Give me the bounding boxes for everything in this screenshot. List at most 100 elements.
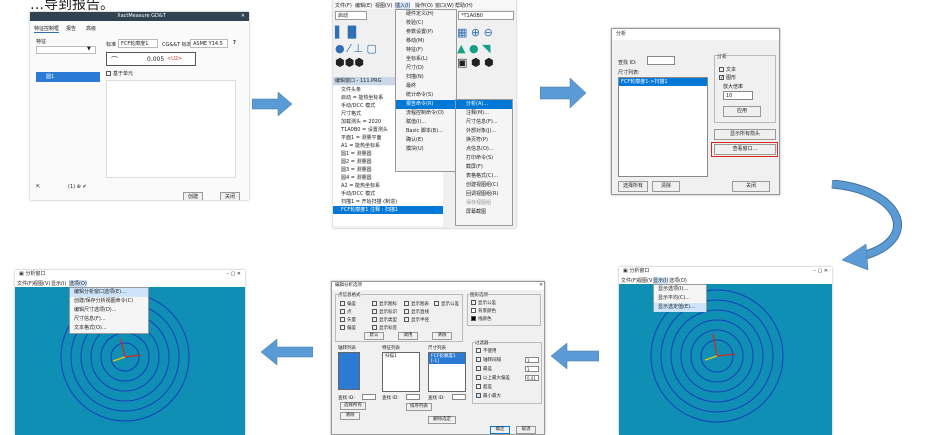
menu-item[interactable]: 坐标系(L)	[406, 56, 428, 62]
submenu-item[interactable]: 外部对象(J)...	[466, 128, 497, 134]
option-checkbox[interactable]: 偏差	[340, 301, 356, 307]
menu-file[interactable]: 文件(F)	[17, 281, 34, 287]
menu-options[interactable]: 选项(O)	[69, 280, 87, 287]
tree-item[interactable]: 加载测头 = 2020	[341, 119, 382, 125]
magnify-input[interactable]: 10	[723, 91, 753, 100]
submenu-item[interactable]: 保存视图组	[466, 200, 492, 206]
menu-item[interactable]: 移动(M)	[406, 38, 425, 44]
toolbar-icon[interactable]: ▌▐▌	[335, 26, 361, 39]
submenu-analysis[interactable]: 分析(A)...	[456, 100, 512, 109]
dimension-list-item[interactable]: FCF轮廓度1 [-1]	[429, 353, 465, 364]
menu-item[interactable]: 硬件定义(H)	[406, 11, 434, 17]
toolbar-icon[interactable]: ▦ ⊕ ⊖	[457, 26, 493, 39]
option-checkbox[interactable]: 偏差	[340, 325, 356, 331]
graph-checkbox[interactable]: ✓图形	[719, 75, 737, 81]
menu-item[interactable]: 显示选项(I)...	[658, 286, 689, 292]
menu-operation[interactable]: 操作(O)	[415, 3, 433, 9]
menu-display[interactable]: 显示(I)	[653, 277, 669, 284]
clear-button[interactable]: 清除	[652, 181, 680, 192]
tree-item[interactable]: 圆4 = 测量圆	[341, 175, 372, 181]
submenu-item[interactable]: 创建视图组(C)	[466, 182, 499, 188]
axis-list[interactable]	[338, 352, 360, 390]
clear-options-button[interactable]: 清除	[432, 332, 452, 340]
window-controls-icon[interactable]: – ▢ ✕	[226, 271, 241, 277]
option-checkbox[interactable]: 显示半径	[404, 317, 429, 323]
unit-checkbox[interactable]: 基于单元	[106, 70, 133, 77]
submenu-item[interactable]: 表格格式(C)...	[466, 173, 499, 179]
tree-item[interactable]: 文件头条	[341, 87, 362, 93]
background-color-swatch[interactable]: 背景颜色	[471, 308, 496, 314]
dimension-list-item[interactable]: FCF轮廓度1->扫描1	[619, 78, 707, 86]
find-id-input[interactable]	[362, 394, 376, 400]
tree-item[interactable]: 圆1 = 测量圆	[341, 151, 372, 157]
tab-report[interactable]: 报告	[66, 26, 77, 32]
menu-item-selected[interactable]: 显示选定值(E)...	[654, 303, 706, 312]
tab-fcf[interactable]: 特征控制框	[34, 26, 60, 33]
menu-item[interactable]: 扫描(N)	[406, 74, 424, 80]
dimension-list[interactable]: FCF轮廓度1 [-1]	[428, 352, 466, 392]
option-checkbox[interactable]: 显示图标	[372, 301, 397, 307]
feature-list[interactable]: 扫描1	[382, 352, 420, 392]
close-button[interactable]: 关闭	[732, 181, 770, 192]
tolerance-value[interactable]: 0.005	[147, 56, 165, 63]
submenu-item[interactable]: 回调视图组(R)	[466, 191, 499, 197]
filter-checkbox[interactable]: 最差	[476, 366, 492, 372]
tree-item[interactable]: 手动/DCC 模式	[341, 103, 376, 109]
menu-item[interactable]: Basic 脚本(B)...	[406, 128, 443, 134]
option-checkbox[interactable]: 显示标识	[372, 309, 397, 315]
apply-button[interactable]: 应用	[723, 106, 761, 117]
filter-value-input[interactable]: 0.01	[525, 375, 539, 381]
bottom-left-icon[interactable]: ⇱	[36, 184, 41, 190]
menu-item[interactable]: 特征(F)	[406, 47, 423, 53]
filter-checkbox[interactable]: 不使用	[476, 348, 497, 354]
recall-button[interactable]: 调用	[398, 332, 418, 340]
show-all-arrows-button[interactable]: 显示所有箭头	[714, 129, 776, 140]
option-checkbox[interactable]: 显示图表	[404, 301, 429, 307]
clear-list-button[interactable]: 清除	[340, 412, 360, 420]
submenu-item[interactable]: 屏幕截图	[466, 209, 487, 215]
menu-file[interactable]: 文件(F)	[335, 3, 352, 9]
menu-help[interactable]: 帮助(H)	[455, 3, 473, 9]
dimension-list[interactable]: FCF轮廓度1->扫描1	[618, 77, 708, 177]
close-icon[interactable]: ✕	[240, 13, 245, 19]
menu-item[interactable]: 尺寸(D)	[406, 65, 424, 71]
submenu-item[interactable]: 点信息(O)...	[466, 146, 494, 152]
ok-button[interactable]: 确定	[490, 426, 510, 434]
menu-item[interactable]: 参数设置(P)	[406, 29, 433, 35]
delete-selected-button[interactable]: 删除选定	[428, 416, 456, 424]
find-id-input[interactable]	[452, 394, 466, 400]
find-id-input[interactable]	[647, 56, 675, 65]
close-button[interactable]: 关闭	[220, 192, 240, 200]
menu-item[interactable]: 流程控制命令(O)	[406, 110, 444, 116]
menu-display[interactable]: 显示(I)	[51, 281, 67, 287]
tree-item[interactable]: 平面1 = 测量平面	[341, 135, 382, 141]
submenu-item[interactable]: 截屏(F)	[466, 164, 483, 170]
find-id-input[interactable]	[406, 394, 420, 400]
option-checkbox[interactable]: 点	[340, 309, 352, 315]
option-checkbox[interactable]: 显示公差	[434, 301, 459, 307]
menu-options[interactable]: 选项(O)	[669, 278, 687, 284]
graphics-area[interactable]	[619, 284, 832, 435]
tree-item[interactable]: 扫描1 = 开始扫描 (制造)	[341, 199, 398, 205]
menu-item[interactable]: 编辑尺寸选项(D)...	[74, 307, 117, 313]
show-tolerance-checkbox[interactable]: 显示公差	[471, 300, 496, 306]
select-all-button[interactable]: 选择所有	[618, 181, 648, 192]
submenu-item[interactable]: 打印命令(S)	[466, 155, 494, 161]
menu-item[interactable]: 确认(E)	[406, 137, 424, 143]
tab-advanced[interactable]: 高级	[86, 26, 97, 32]
menu-file[interactable]: 文件(F)	[621, 278, 638, 284]
control-select[interactable]: FCF轮廓度1	[118, 39, 158, 48]
select-all-button[interactable]: 选择所有	[340, 402, 366, 410]
toolbar-icon[interactable]: ▣ ⬢ ⬢	[457, 56, 494, 69]
help-icon[interactable]: ?	[233, 40, 236, 46]
menu-edit[interactable]: 编辑(E)	[355, 3, 373, 9]
menu-item[interactable]: 最终	[406, 83, 417, 89]
menu-item[interactable]: 模块(U)	[406, 146, 424, 152]
toolbar-icon[interactable]: ▲ ● ◥	[457, 42, 491, 55]
close-icon[interactable]: ✕	[539, 283, 543, 288]
default-button[interactable]: 默认	[364, 332, 384, 340]
menu-item[interactable]: 文本格式(O)...	[74, 325, 107, 331]
menu-item-selected[interactable]: 编辑分析窗口选项(E)...	[70, 288, 148, 297]
tree-item[interactable]: T1A0B0 = 设置测头	[341, 127, 388, 133]
menu-view[interactable]: 视图(V)	[375, 3, 393, 9]
